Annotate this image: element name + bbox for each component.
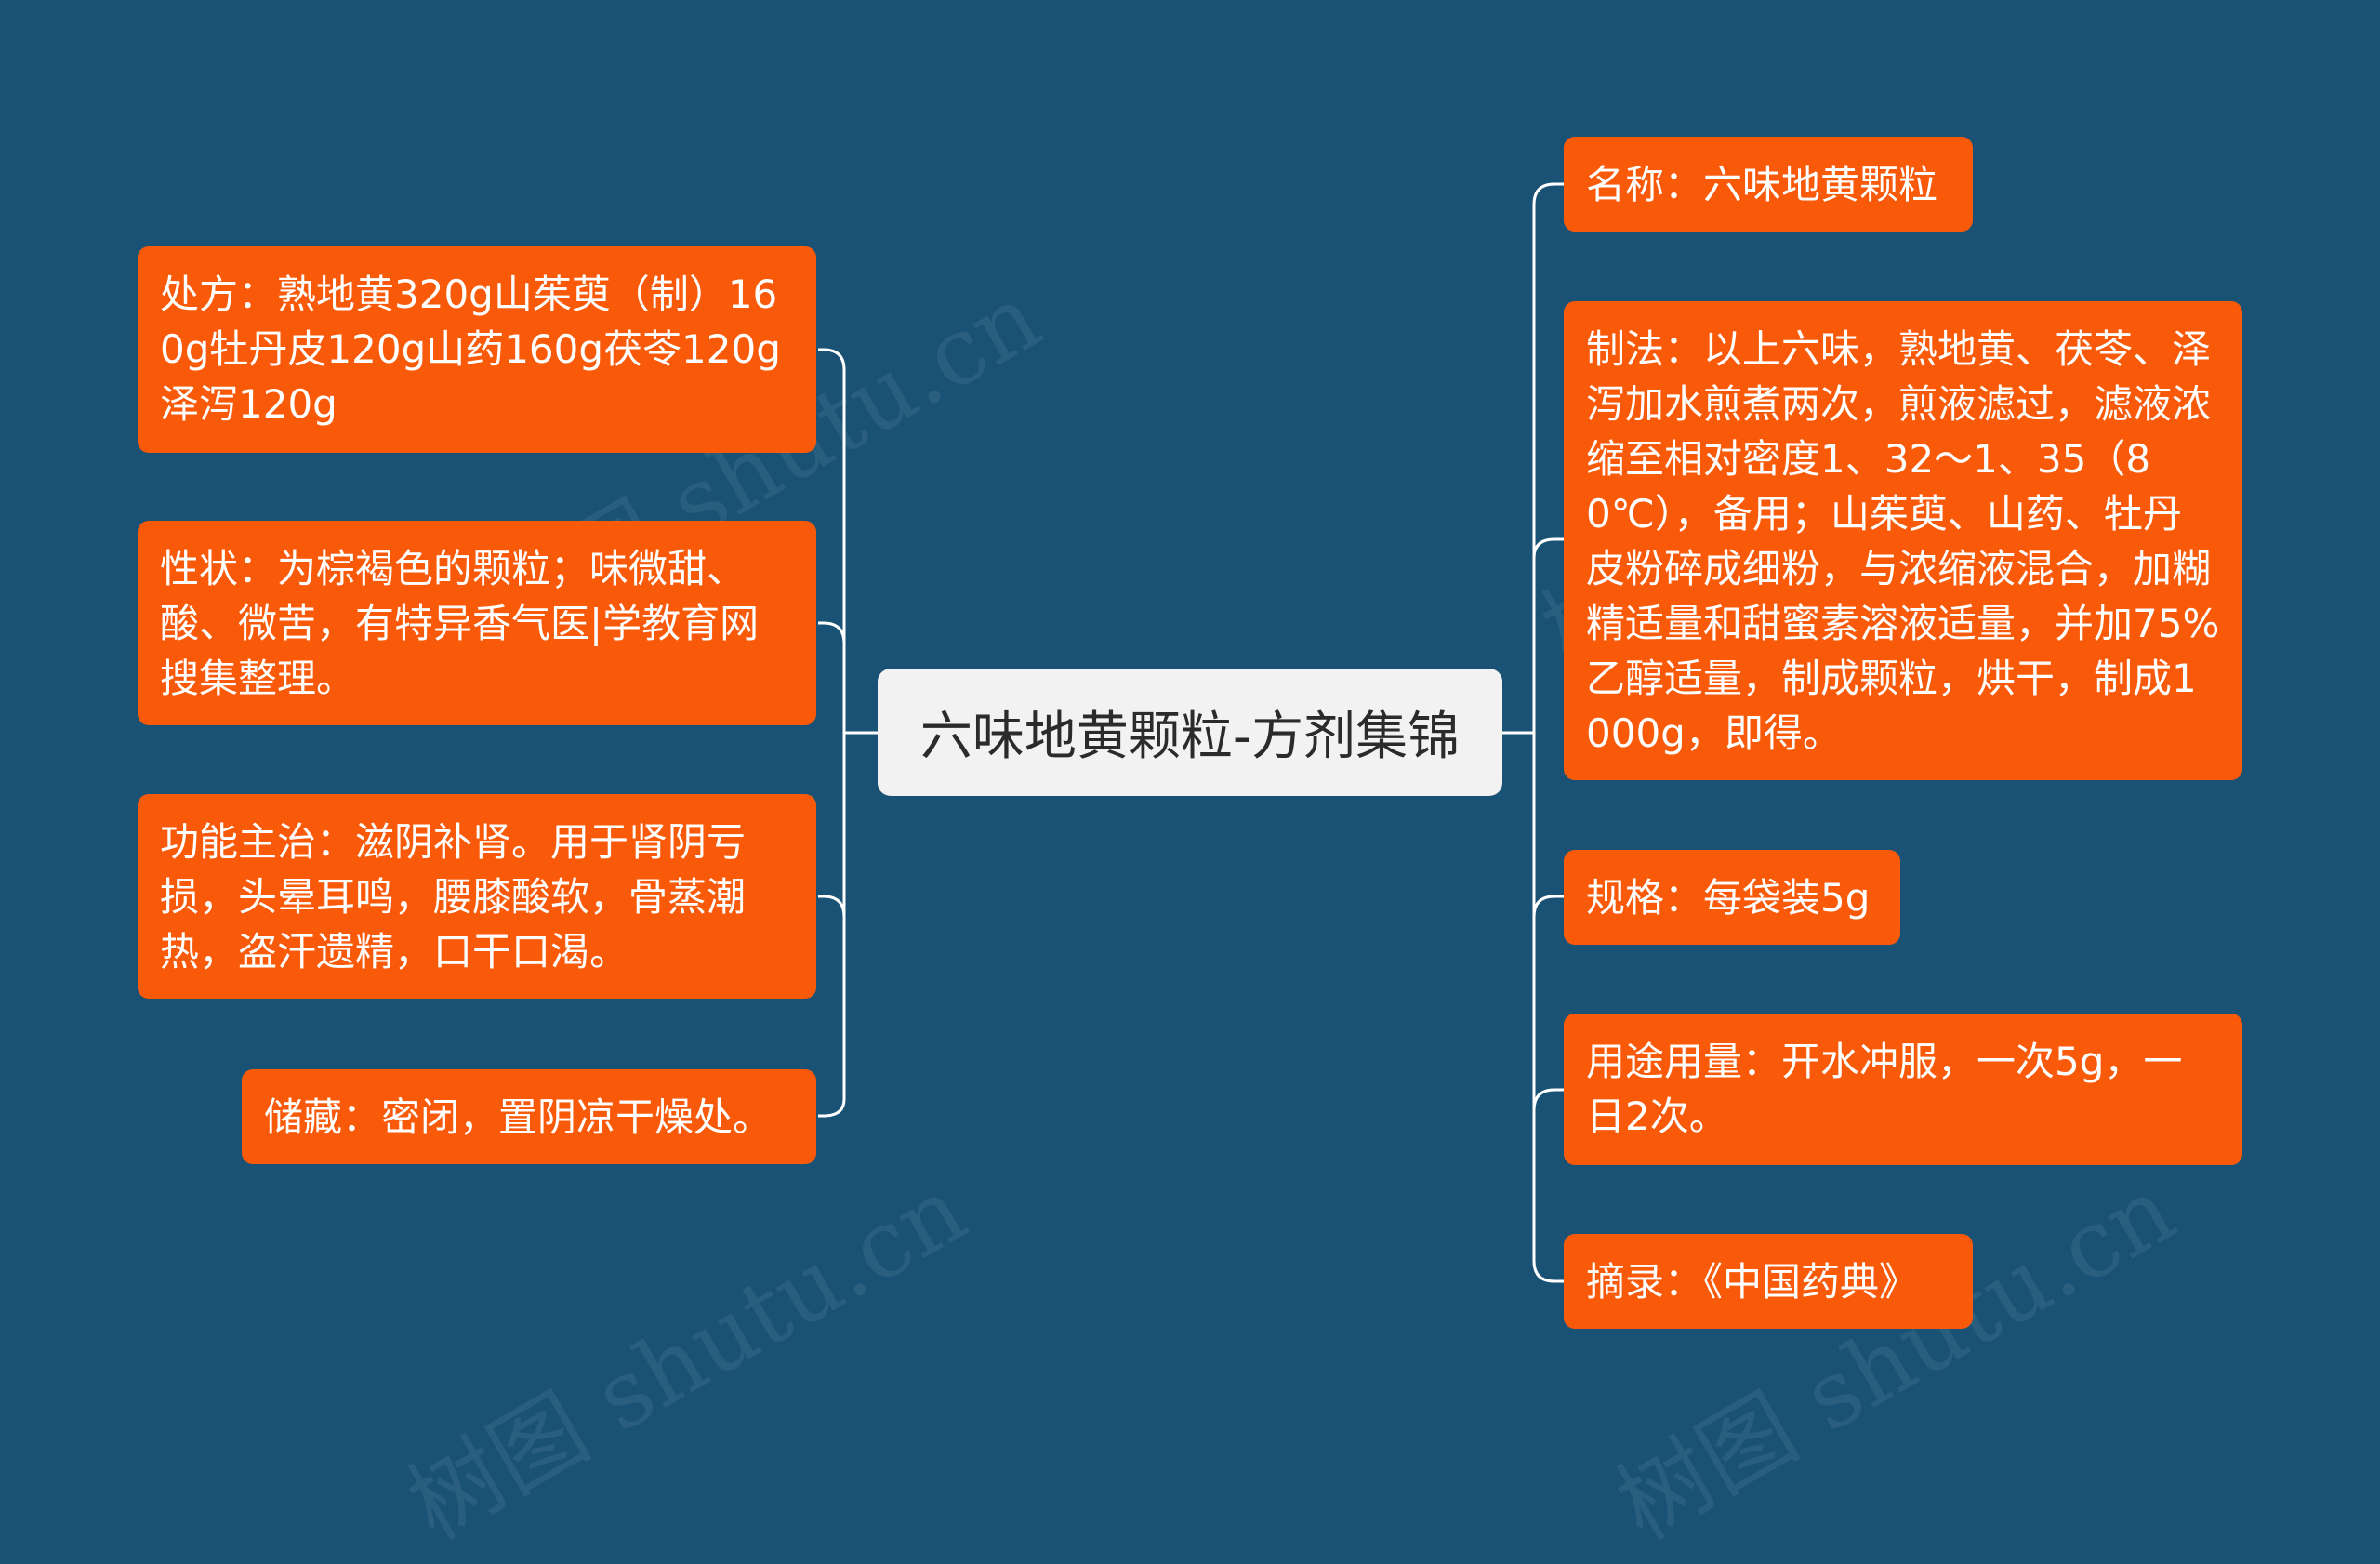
connector-left-0	[818, 348, 846, 371]
branch-node-specification[interactable]: 规格：每袋装5g	[1564, 850, 1900, 945]
branch-node-usage[interactable]: 用途用量：开水冲服，一次5g，一日2次。	[1564, 1014, 2242, 1165]
connector-right-2	[1532, 895, 1564, 918]
connector-left-1	[818, 621, 846, 644]
connector-right-1	[1532, 537, 1564, 559]
connector-right-3	[1532, 1088, 1564, 1111]
connector-left-3	[818, 1098, 846, 1118]
central-topic[interactable]: 六味地黄颗粒-方剂集锦	[878, 669, 1502, 796]
connector-lines	[818, 182, 1564, 1283]
branch-node-storage[interactable]: 储藏：密闭，置阴凉干燥处。	[242, 1069, 816, 1164]
branch-node-source[interactable]: 摘录：《中国药典》	[1564, 1234, 1973, 1329]
branch-node-preparation[interactable]: 制法：以上六味，熟地黄、茯苓、泽泻加水煎煮两次，煎液滤过，滤液浓缩至相对密度1、…	[1564, 301, 2242, 780]
branch-node-name[interactable]: 名称：六味地黄颗粒	[1564, 137, 1973, 232]
connector-right-4	[1532, 1260, 1564, 1283]
branch-node-indications[interactable]: 功能主治：滋阴补肾。用于肾阴亏损，头晕耳鸣，腰膝酸软，骨蒸潮热，盗汗遗精，口干口…	[138, 794, 816, 999]
connector-left-2	[818, 895, 846, 918]
mind-map-canvas: 树图 shutu.cn 树图 shutu.cn 树图 shutu.cn 树图 s…	[138, 137, 2242, 1560]
branch-node-properties[interactable]: 性状：为棕褐色的颗粒；味微甜、酸、微苦，有特异香气医|学教育网搜集整理。	[138, 521, 816, 725]
connector-right-0	[1532, 182, 1564, 205]
branch-node-prescription[interactable]: 处方：熟地黄320g山茱萸（制）160g牡丹皮120g山药160g茯苓120g泽…	[138, 246, 816, 453]
